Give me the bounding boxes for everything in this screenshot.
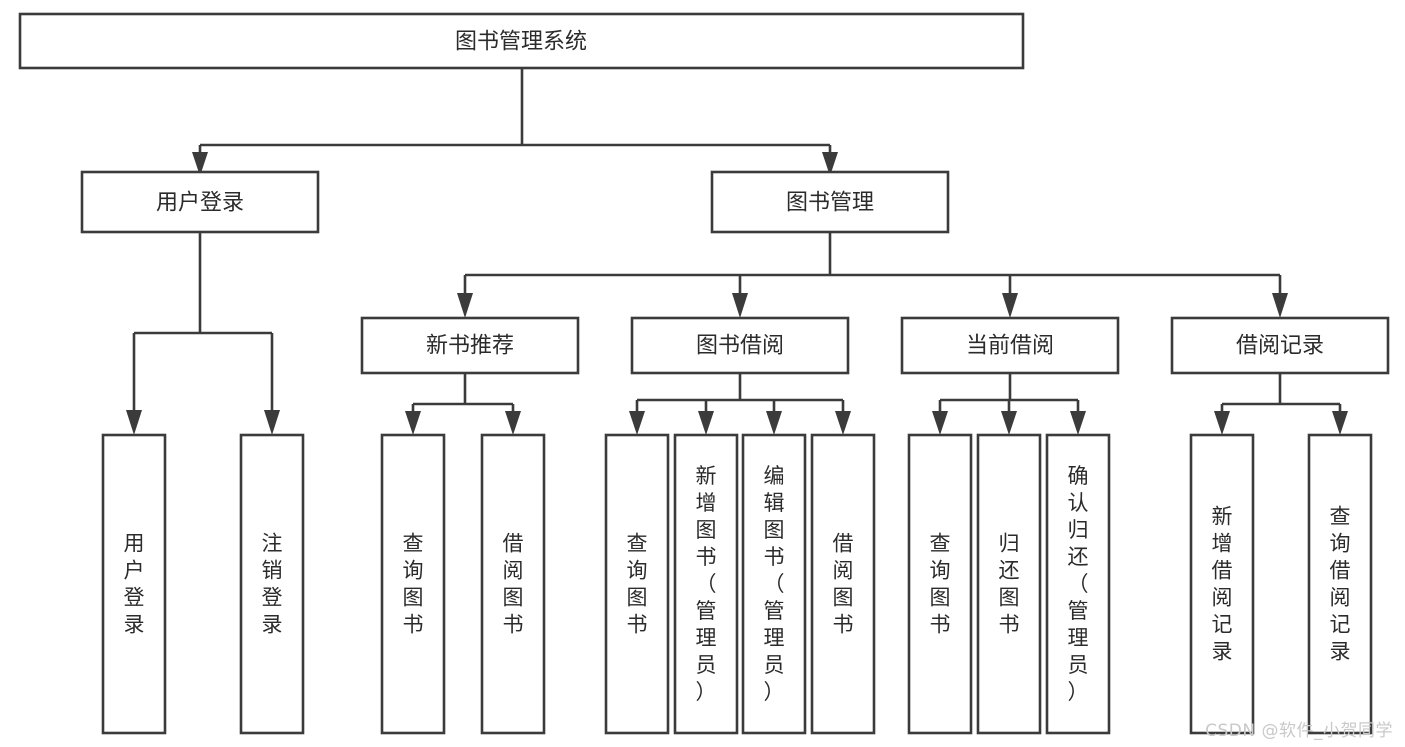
leaf-label-book-borrow-0: 查询图书: [627, 532, 648, 637]
leaf-label-current-borrow-0: 查询图书: [930, 532, 951, 637]
leaf-box-current-borrow-1[interactable]: [976, 433, 1042, 735]
leaf-label-current-borrow-1: 归还图书: [999, 532, 1020, 637]
node-user-login[interactable]: 用户登录: [80, 170, 320, 234]
leaf-label-user-login-1: 注销登录: [262, 532, 283, 637]
leaf-box-current-borrow-2[interactable]: [1045, 433, 1111, 735]
leaf-node-borrow-record-0[interactable]: 新增借阅记录: [1189, 433, 1255, 735]
leaf-box-user-login-1[interactable]: [239, 433, 305, 735]
leaf-box-book-borrow-3[interactable]: [810, 433, 876, 735]
leaf-box-book-borrow-1[interactable]: [673, 433, 739, 735]
connector-group-root: [192, 68, 838, 176]
leaf-label-borrow-record-0: 新增借阅记录: [1212, 505, 1233, 664]
arrow-head-cb-leaf-0: [932, 411, 948, 435]
leaf-label-current-borrow-2: 确认归还（管理员）: [1068, 464, 1089, 704]
node-borrow-record-box[interactable]: [1170, 316, 1390, 375]
leaf-box-borrow-record-0[interactable]: [1189, 433, 1255, 735]
leaf-node-book-borrow-1[interactable]: 新增图书（管理员）: [673, 433, 739, 735]
node-book-manage[interactable]: 图书管理: [710, 170, 950, 234]
node-root[interactable]: 图书管理系统: [18, 12, 1025, 70]
node-book-manage-label: 图书管理: [786, 191, 874, 216]
leaf-node-book-borrow-2[interactable]: 编辑图书（管理员）: [741, 433, 807, 735]
leaf-label-user-login-0: 用户登录: [124, 532, 145, 637]
arrow-head-cb-leaf-2: [1070, 411, 1086, 435]
connector-group-book-manage: [457, 232, 1288, 318]
arrow-head-ul-leaf-0: [126, 410, 142, 435]
node-book-manage-box[interactable]: [710, 170, 950, 234]
leaf-box-borrow-record-1[interactable]: [1307, 433, 1373, 735]
leaf-node-user-login-0[interactable]: 用户登录: [101, 433, 167, 735]
node-user-login-label: 用户登录: [156, 191, 244, 216]
arrow-head-user-login: [192, 152, 208, 176]
leaf-node-current-borrow-2[interactable]: 确认归还（管理员）: [1045, 433, 1111, 735]
leaf-label-book-borrow-3: 借阅图书: [833, 532, 854, 637]
node-current-borrow[interactable]: 当前借阅: [900, 316, 1120, 375]
arrow-head-l2-1: [732, 293, 748, 318]
arrow-head-bb-leaf-0: [629, 411, 645, 435]
node-root-label: 图书管理系统: [455, 30, 587, 55]
node-current-borrow-box[interactable]: [900, 316, 1120, 375]
node-new-book-recommend[interactable]: 新书推荐: [360, 316, 580, 375]
leaf-box-book-borrow-2[interactable]: [741, 433, 807, 735]
leaf-label-borrow-record-1: 查询借阅记录: [1330, 505, 1351, 664]
leaf-node-borrow-record-1[interactable]: 查询借阅记录: [1307, 433, 1373, 735]
leaf-label-book-borrow-1: 新增图书（管理员）: [696, 464, 717, 704]
node-current-borrow-label: 当前借阅: [966, 334, 1054, 359]
connector-group-new-book: [405, 373, 521, 435]
node-book-borrow[interactable]: 图书借阅: [630, 316, 850, 375]
leaf-box-new-book-1[interactable]: [480, 433, 546, 735]
leaf-node-current-borrow-1[interactable]: 归还图书: [976, 433, 1042, 735]
leaf-node-book-borrow-0[interactable]: 查询图书: [604, 433, 670, 735]
arrow-head-nb-leaf-0: [405, 411, 421, 435]
node-book-borrow-box[interactable]: [630, 316, 850, 375]
arrow-head-br-leaf-1: [1332, 411, 1348, 435]
arrow-head-bb-leaf-3: [835, 411, 851, 435]
node-new-book-recommend-box[interactable]: [360, 316, 580, 375]
arrow-head-l2-3: [1272, 293, 1288, 318]
arrow-head-cb-leaf-1: [1001, 411, 1017, 435]
arrow-head-l2-2: [1002, 293, 1018, 318]
leaf-box-book-borrow-0[interactable]: [604, 433, 670, 735]
leaf-box-new-book-0[interactable]: [380, 433, 446, 735]
leaf-label-new-book-1: 借阅图书: [503, 532, 524, 637]
leaf-label-book-borrow-2: 编辑图书（管理员）: [764, 464, 785, 704]
arrow-head-br-leaf-0: [1214, 411, 1230, 435]
node-book-borrow-label: 图书借阅: [696, 334, 784, 359]
arrow-head-bb-leaf-1: [698, 411, 714, 435]
arrow-head-l2-0: [457, 293, 473, 318]
node-borrow-record-label: 借阅记录: [1236, 334, 1324, 359]
node-new-book-recommend-label: 新书推荐: [426, 334, 514, 359]
connector-group-user-login: [126, 232, 280, 435]
arrow-head-ul-leaf-1: [264, 410, 280, 435]
leaf-box-user-login-0[interactable]: [101, 433, 167, 735]
connector-group-book-borrow: [629, 373, 851, 435]
leaf-label-new-book-0: 查询图书: [403, 532, 424, 637]
node-root-box[interactable]: [18, 12, 1025, 70]
arrow-head-nb-leaf-1: [505, 411, 521, 435]
leaf-node-new-book-1[interactable]: 借阅图书: [480, 433, 546, 735]
arrow-head-bb-leaf-2: [766, 411, 782, 435]
node-borrow-record[interactable]: 借阅记录: [1170, 316, 1390, 375]
connector-group-current-borrow: [932, 373, 1086, 435]
leaf-node-current-borrow-0[interactable]: 查询图书: [907, 433, 973, 735]
arrow-head-book-manage: [822, 152, 838, 176]
connector-group-borrow-record: [1214, 373, 1348, 435]
leaf-node-new-book-0[interactable]: 查询图书: [380, 433, 446, 735]
leaf-node-user-login-1[interactable]: 注销登录: [239, 433, 305, 735]
node-user-login-box[interactable]: [80, 170, 320, 234]
leaf-node-book-borrow-3[interactable]: 借阅图书: [810, 433, 876, 735]
leaf-box-current-borrow-0[interactable]: [907, 433, 973, 735]
